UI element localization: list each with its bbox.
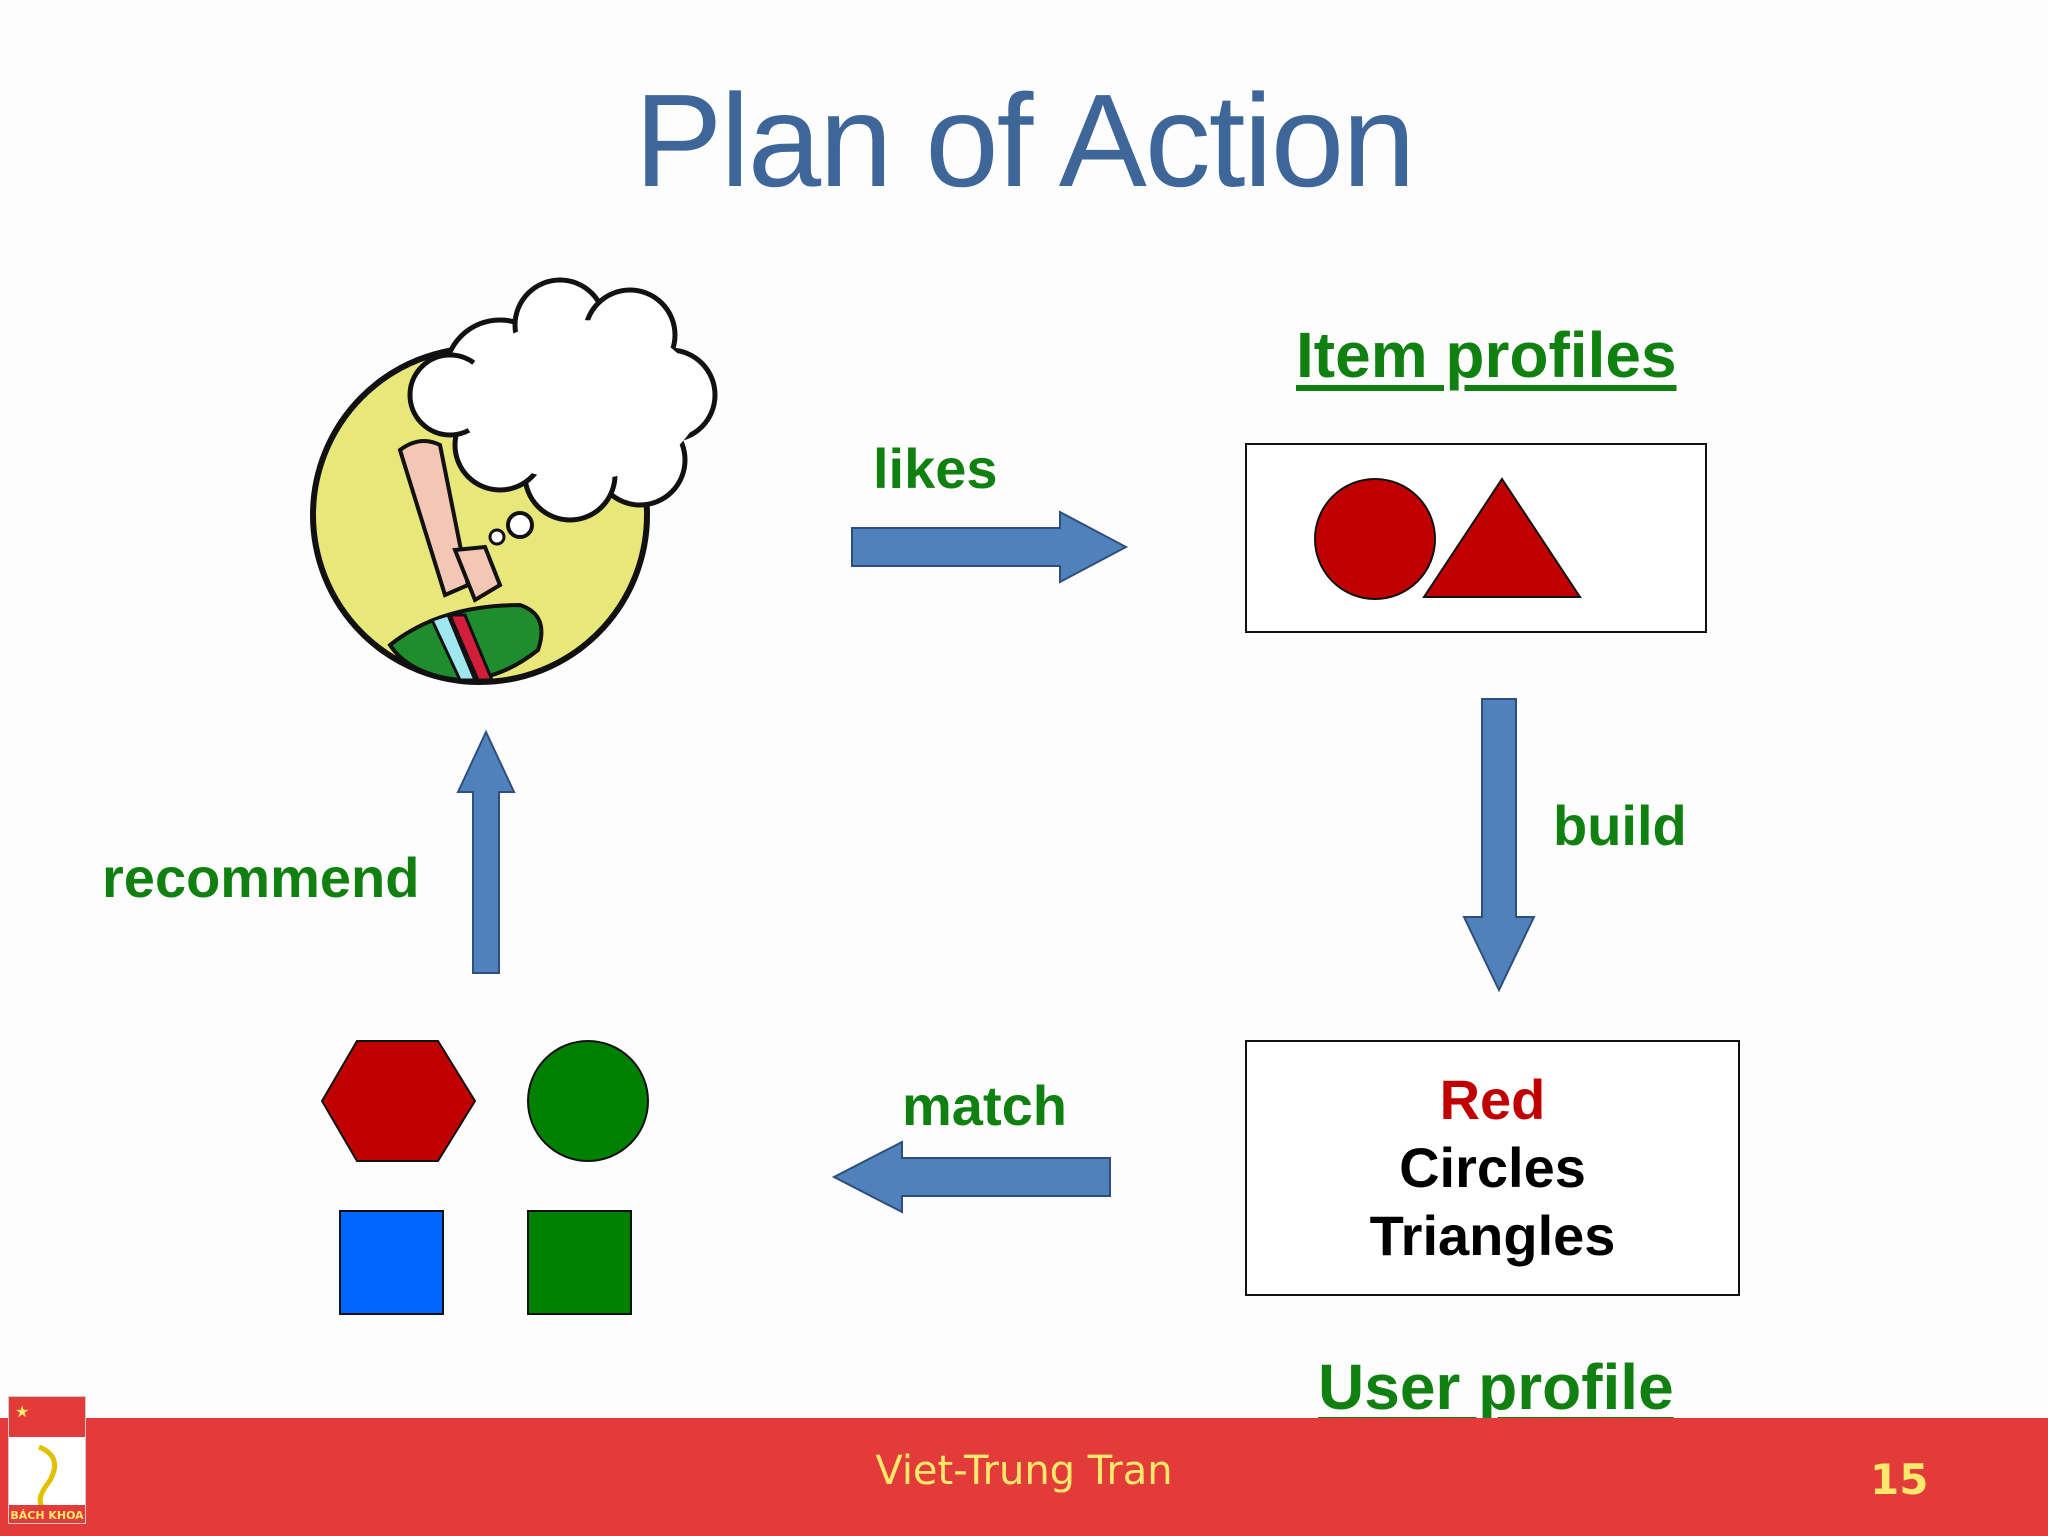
page-number: 15 <box>1870 1455 1929 1504</box>
likes-label: likes <box>873 437 998 500</box>
red-circle-icon <box>1314 478 1436 600</box>
likes-arrow-icon <box>851 510 1129 584</box>
user-profile-box: Red Circles Triangles <box>1245 1040 1740 1296</box>
item-profiles-heading: Item profiles <box>1296 319 1677 391</box>
blue-square-icon <box>339 1210 444 1315</box>
slide-title: Plan of Action <box>634 67 1415 214</box>
match-arrow-icon <box>831 1140 1111 1214</box>
red-triangle-icon <box>1422 477 1582 598</box>
green-circle-icon <box>527 1040 649 1162</box>
footer-author: Viet-Trung Tran <box>875 1448 1173 1494</box>
user-profile-triangles: Triangles <box>1369 1204 1616 1267</box>
user-profile-circles: Circles <box>1399 1136 1586 1199</box>
university-logo: ★ BÁCH KHOA <box>8 1396 86 1524</box>
red-hexagon-icon <box>320 1040 477 1162</box>
match-label: match <box>902 1074 1067 1137</box>
user-profile-red: Red <box>1439 1068 1546 1131</box>
recommended-shapes <box>320 1040 649 1315</box>
svg-text:★: ★ <box>15 1402 29 1421</box>
build-label: build <box>1553 794 1687 857</box>
footer-bar <box>0 1418 2048 1536</box>
item-profile-box <box>1245 443 1707 633</box>
recommend-arrow-icon <box>456 729 516 974</box>
item-shapes <box>1314 477 1582 600</box>
build-arrow-icon <box>1462 698 1536 993</box>
svg-text:BÁCH KHOA: BÁCH KHOA <box>10 1509 84 1522</box>
user-profile-heading: User profile <box>1318 1351 1674 1423</box>
green-square-icon <box>527 1210 632 1315</box>
thinking-person-illustration <box>310 277 718 685</box>
recommend-label: recommend <box>102 846 420 909</box>
